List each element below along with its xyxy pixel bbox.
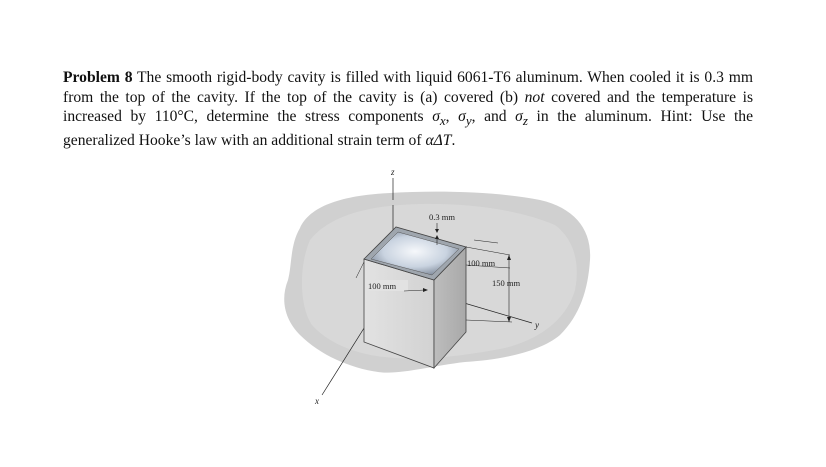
y-axis-label: y (534, 320, 539, 330)
dim-0-3-arrowhead-lower (435, 235, 439, 239)
problem-text-2: covered and the temperature is increased… (63, 88, 754, 126)
sigma-y-subscript: y (465, 113, 472, 129)
problem-text-3: in the aluminum. Hint: Use the generaliz… (63, 108, 754, 149)
problem-not-emphasis: not (524, 88, 545, 106)
sigma-z-symbol: σ (515, 108, 523, 126)
z-axis-label: z (390, 167, 395, 177)
problem-statement: Problem 8 The smooth rigid-body cavity i… (63, 68, 753, 150)
problem-title: Problem 8 (63, 69, 133, 86)
dim-100-front-label-bg (366, 280, 408, 291)
dim-150-arrowhead-bottom (507, 317, 511, 322)
sigma-x-symbol: σ (432, 108, 440, 126)
sigma-z-subscript: z (522, 113, 528, 129)
dim-label-150mm: 150 mm (492, 278, 520, 288)
dim-label-100mm-front: 100 mm (368, 281, 396, 291)
sigma-x-subscript: x (439, 113, 446, 129)
problem-text-1: The smooth rigid-body cavity is filled w… (63, 69, 754, 106)
separator-2: , and (471, 108, 516, 126)
dim-150-arrowhead-top (507, 255, 511, 260)
problem-text-4: . (451, 131, 456, 149)
dim-100-front-line (355, 261, 365, 279)
alpha-delta-t: αΔT (425, 131, 452, 149)
dim-100-depth-ext (465, 264, 511, 269)
separator-1: , (445, 108, 459, 126)
dim-150-ext-bottom (465, 319, 513, 323)
dim-label-100mm-depth: 100 mm (467, 258, 495, 268)
dim-100-front-arrowhead (423, 288, 428, 292)
x-axis-label: x (314, 396, 319, 406)
dim-label-0-3mm: 0.3 mm (429, 212, 455, 222)
dim-100-depth-line (473, 239, 499, 244)
dim-100-depth-tick (465, 246, 511, 256)
dim-0-3-arrowhead-upper (435, 229, 439, 233)
dim-100-front-leader (403, 289, 426, 292)
sigma-y-symbol: σ (458, 108, 466, 126)
liquid-aluminum-surface (370, 231, 460, 276)
